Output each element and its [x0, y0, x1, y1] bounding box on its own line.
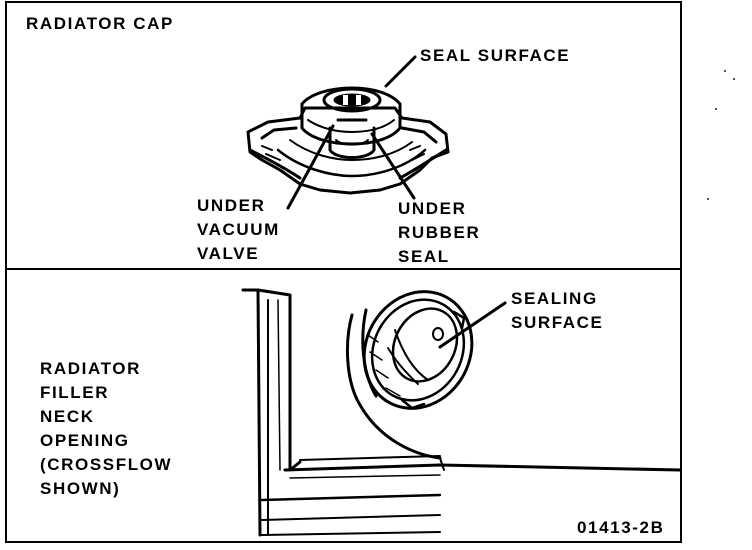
- diagram-frame: [5, 1, 682, 543]
- scan-speck: [724, 70, 726, 72]
- figure-id: 01413-2B: [577, 518, 665, 537]
- filler-neck-title-line-4: OPENING: [40, 431, 130, 450]
- sealing-surface-label: SEALING SURFACE: [511, 287, 603, 335]
- filler-neck-title-line-3: NECK: [40, 407, 95, 426]
- under-vacuum-valve-line-2: VACUUM: [197, 220, 280, 239]
- under-rubber-seal-line-1: UNDER: [398, 199, 467, 218]
- seal-surface-label: SEAL SURFACE: [420, 46, 571, 65]
- under-vacuum-valve-line-3: VALVE: [197, 244, 260, 263]
- radiator-cap-title: RADIATOR CAP: [26, 14, 174, 33]
- leader-under-rubber-seal: [370, 132, 416, 200]
- scan-speck: [707, 198, 709, 200]
- under-vacuum-valve-line-1: UNDER: [197, 196, 266, 215]
- sealing-surface-line-2: SURFACE: [511, 313, 604, 332]
- under-rubber-seal-line-3: SEAL: [398, 247, 450, 266]
- panel-divider: [7, 268, 680, 270]
- scan-speck: [715, 108, 717, 110]
- leader-seal-surface: [384, 55, 417, 88]
- under-rubber-seal-line-2: RUBBER: [398, 223, 481, 242]
- leader-sealing-surface: [438, 301, 507, 349]
- radiator-cap-illustration: [246, 86, 450, 195]
- filler-neck-title-line-2: FILLER: [40, 383, 110, 402]
- filler-neck-title: RADIATOR FILLER NECK OPENING (CROSSFLOW …: [40, 357, 172, 501]
- filler-neck-title-line-6: SHOWN): [40, 479, 121, 498]
- filler-neck-title-line-5: (CROSSFLOW: [40, 455, 173, 474]
- filler-neck-title-line-1: RADIATOR: [40, 359, 141, 378]
- scan-speck: [733, 78, 735, 80]
- under-vacuum-valve-label: UNDER VACUUM VALVE: [197, 194, 280, 266]
- leader-under-vacuum-valve: [286, 124, 335, 210]
- radiator-filler-neck-illustration: [241, 288, 682, 537]
- under-rubber-seal-label: UNDER RUBBER SEAL: [398, 197, 480, 269]
- sealing-surface-line-1: SEALING: [511, 289, 598, 308]
